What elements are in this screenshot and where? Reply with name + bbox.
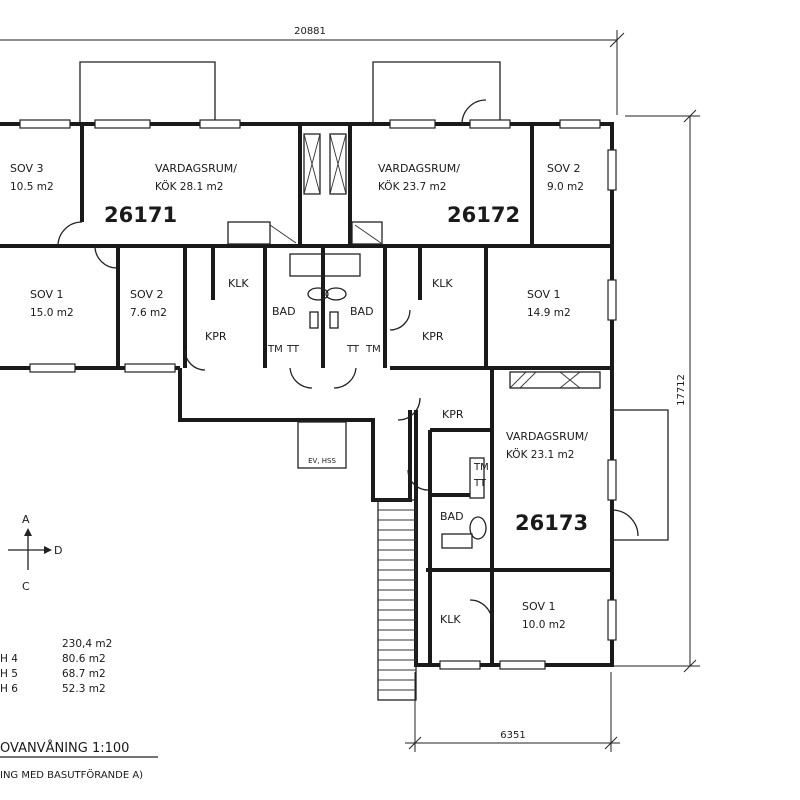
- tm-label: TM: [267, 344, 283, 355]
- ev-hss-box: EV, HSS: [297, 421, 347, 469]
- top-width-label: 20881: [294, 26, 326, 37]
- tt-label: TT: [286, 344, 300, 355]
- room-area: 7.6 m2: [130, 307, 167, 319]
- title-text: OVANVÅNING 1:100: [0, 740, 129, 756]
- area-row-label: H 4: [0, 653, 18, 665]
- room-name: SOV 3: [10, 162, 43, 175]
- area-row-value: 52.3 m2: [62, 683, 106, 695]
- balconies: [79, 61, 669, 541]
- area-row-value: 80.6 m2: [62, 653, 106, 665]
- klk-label: KLK: [228, 277, 249, 290]
- room-name: SOV 2: [547, 162, 580, 175]
- bad-label: BAD: [272, 305, 296, 318]
- room-name: VARDAGSRUM/: [506, 430, 588, 443]
- compass-a: A: [22, 513, 30, 526]
- klk-label: KLK: [432, 277, 453, 290]
- room-name: SOV 1: [522, 600, 555, 613]
- compass-rose: A D C: [8, 513, 62, 593]
- apartment-numbers: 26171 26172 26173: [104, 203, 588, 535]
- kpr-label: KPR: [422, 330, 444, 343]
- bad-label: BAD: [440, 510, 464, 523]
- room-area: KÖK 28.1 m2: [155, 180, 223, 193]
- tt-label: TT: [346, 344, 360, 355]
- kpr-label: KPR: [205, 330, 227, 343]
- area-total: 230,4 m2: [62, 638, 112, 650]
- room-name: SOV 2: [130, 288, 163, 301]
- compass-c: C: [22, 580, 30, 593]
- room-name: VARDAGSRUM/: [155, 162, 237, 175]
- room-area: 15.0 m2: [30, 307, 74, 319]
- room-area: 9.0 m2: [547, 181, 584, 193]
- bottom-width-label: 6351: [500, 730, 525, 741]
- plan-title: OVANVÅNING 1:100 ING MED BASUTFÖRANDE A): [0, 740, 158, 781]
- interior-walls: [80, 124, 612, 665]
- room-area: KÖK 23.7 m2: [378, 180, 446, 193]
- area-row-label: H 6: [0, 683, 18, 695]
- top-dimension: 20881: [0, 26, 625, 115]
- compass-d: D: [54, 544, 62, 557]
- area-row-label: H 5: [0, 668, 18, 680]
- bad-label: BAD: [350, 305, 374, 318]
- tm-label: TM: [473, 462, 489, 473]
- tm-label: TM: [365, 344, 381, 355]
- klk-label: KLK: [440, 613, 461, 626]
- exterior-walls: [0, 122, 614, 667]
- room-name: SOV 1: [30, 288, 63, 301]
- area-row-value: 68.7 m2: [62, 668, 106, 680]
- right-dimension: 17712: [610, 109, 700, 673]
- stairs: [377, 499, 417, 701]
- room-area: 10.5 m2: [10, 181, 54, 193]
- apartment-number: 26172: [447, 203, 520, 227]
- apartment-number: 26171: [104, 203, 177, 227]
- tt-label: TT: [473, 478, 487, 489]
- room-labels: SOV 3 10.5 m2 VARDAGSRUM/ KÖK 28.1 m2 VA…: [10, 162, 588, 631]
- subtitle-text: ING MED BASUTFÖRANDE A): [0, 768, 143, 781]
- shafts: [227, 133, 601, 389]
- windows: [19, 119, 617, 670]
- room-name: VARDAGSRUM/: [378, 162, 460, 175]
- bathroom-fixtures: [289, 253, 487, 549]
- room-area: KÖK 23.1 m2: [506, 448, 574, 461]
- bottom-dimension: 6351: [405, 672, 620, 752]
- kpr-label: KPR: [442, 408, 464, 421]
- room-name: SOV 1: [527, 288, 560, 301]
- room-area: 10.0 m2: [522, 619, 566, 631]
- area-table: 230,4 m2 H 4 80.6 m2 H 5 68.7 m2 H 6 52.…: [0, 638, 112, 695]
- doors: [57, 99, 639, 623]
- room-area: 14.9 m2: [527, 307, 571, 319]
- utility-labels: KLK KLK KLK BAD BAD BAD KPR KPR KPR TM T…: [205, 277, 489, 626]
- apartment-number: 26173: [515, 511, 588, 535]
- ev-hss-label: EV, HSS: [308, 457, 336, 465]
- right-height-label: 17712: [676, 374, 687, 406]
